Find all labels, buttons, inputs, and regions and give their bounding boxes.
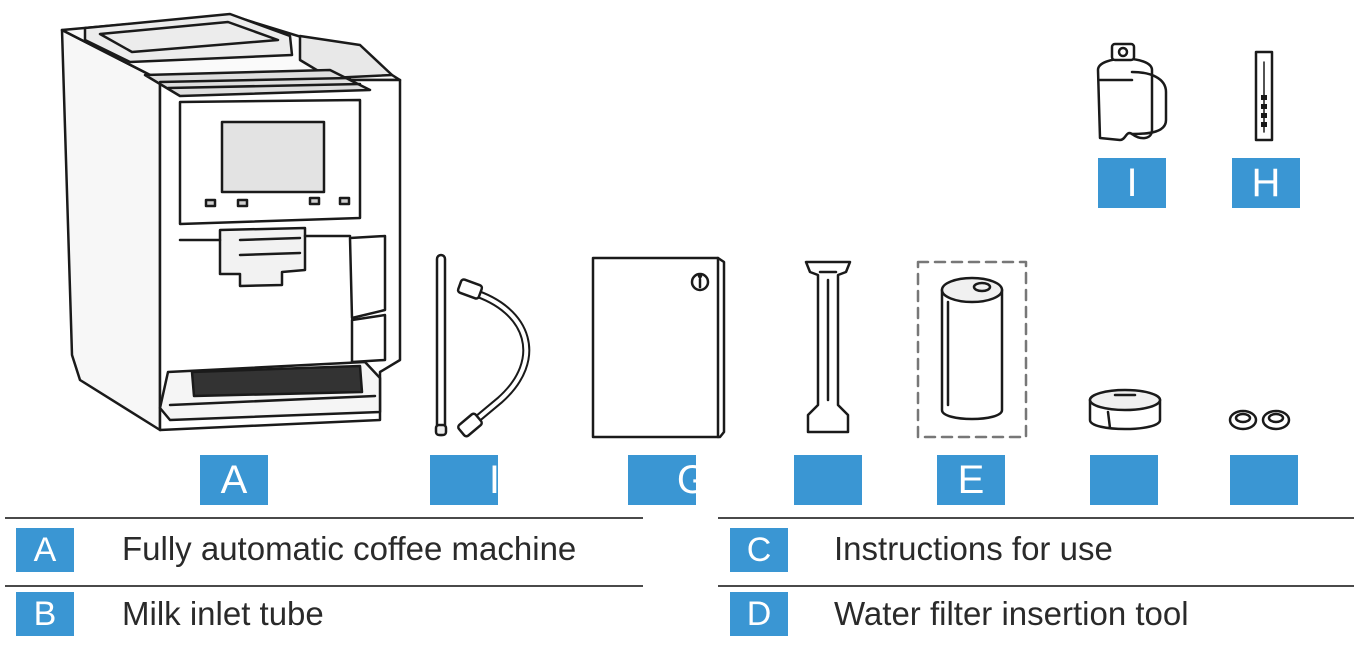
item-badge-h: H	[1232, 158, 1300, 208]
legend-rule-left-top	[5, 517, 643, 519]
legend-label-d: Water filter insertion tool	[834, 595, 1189, 632]
item-badge-g: G	[628, 455, 696, 505]
item-badge-container	[1090, 455, 1158, 505]
item-badge-i: I	[1098, 158, 1166, 208]
filter-insertion-tool-illustration	[804, 260, 852, 434]
legend-badge-a: A	[16, 528, 74, 572]
item-badge-tool	[794, 455, 862, 505]
legend-rule-left-mid	[5, 585, 643, 587]
legend-badge-d: D	[730, 592, 788, 636]
item-badge-b: I	[430, 455, 498, 505]
legend-label-a: Fully automatic coffee machine	[122, 530, 577, 567]
legend-badge-c: C	[730, 528, 788, 572]
item-badge-tablets	[1230, 455, 1298, 505]
legend-label-b: Milk inlet tube	[122, 595, 324, 632]
legend-label-c: Instructions for use	[834, 530, 1113, 567]
instructions-booklet-illustration	[591, 256, 726, 439]
coffee-machine-illustration	[60, 12, 402, 432]
water-filter-illustration	[916, 260, 1028, 439]
legend-rule-right-mid	[718, 585, 1354, 587]
cleaning-tablets-illustration	[1228, 409, 1291, 431]
item-badge-a: A	[200, 455, 268, 505]
item-badge-e: E	[937, 455, 1005, 505]
cleaning-container-illustration	[1088, 388, 1162, 431]
legend-rule-right-top	[718, 517, 1354, 519]
test-strip-illustration	[1254, 50, 1274, 142]
milk-container-illustration	[1096, 42, 1168, 142]
legend-badge-b: B	[16, 592, 74, 636]
milk-tube-illustration	[434, 253, 531, 438]
